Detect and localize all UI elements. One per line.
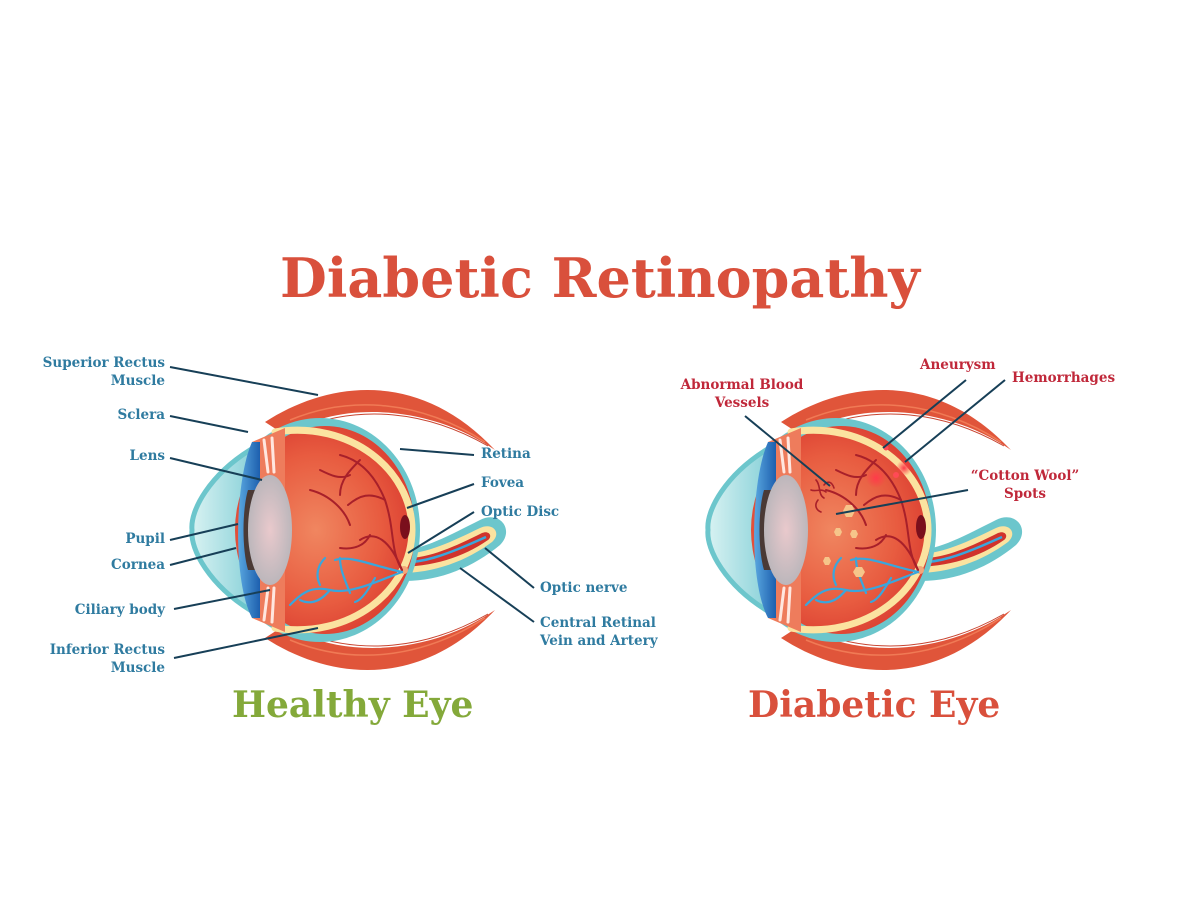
label-line: Vessels — [714, 395, 770, 411]
label-line: Superior Rectus — [42, 355, 165, 371]
label-optic-nerve: Optic nerve — [540, 580, 628, 596]
label-pupil: Pupil — [125, 531, 165, 547]
label-optic-disc: Optic Disc — [481, 504, 560, 520]
label-hemorrhages: Hemorrhages — [1012, 370, 1116, 386]
page-title: Diabetic Retinopathy — [280, 246, 920, 310]
diabetic-eye-illustration — [708, 390, 1022, 670]
label-line: Central Retinal — [540, 615, 656, 631]
label-lens: Lens — [129, 448, 166, 464]
healthy-eye-caption: Healthy Eye — [232, 684, 474, 726]
label-fovea: Fovea — [481, 475, 525, 491]
label-line: Spots — [1003, 486, 1047, 502]
healthy-eye-illustration — [192, 390, 506, 670]
label-central-retinal-vein-artery: Central Retinal Vein and Artery — [540, 614, 658, 650]
diabetic-eye-caption: Diabetic Eye — [748, 684, 1001, 726]
label-ciliary-body: Ciliary body — [74, 602, 165, 618]
label-inferior-rectus-muscle: Inferior Rectus Muscle — [0, 641, 165, 677]
label-line: Abnormal Blood — [680, 377, 804, 393]
label-cornea: Cornea — [110, 557, 165, 573]
label-superior-rectus-muscle: Superior Rectus Muscle — [0, 354, 165, 390]
label-line: Muscle — [110, 660, 165, 676]
diabetic-leader-lines — [744, 379, 1006, 515]
label-aneurysm: Aneurysm — [920, 357, 996, 373]
label-sclera: Sclera — [117, 407, 165, 423]
label-line: Muscle — [110, 373, 165, 389]
label-line: Vein and Artery — [540, 633, 658, 649]
label-abnormal-blood-vessels: Abnormal Blood Vessels — [672, 376, 812, 412]
label-retina: Retina — [481, 446, 531, 462]
label-line: “Cotton Wool” — [970, 468, 1080, 484]
label-line: Inferior Rectus — [49, 642, 165, 658]
label-cotton-wool-spots: “Cotton Wool” Spots — [960, 467, 1090, 503]
healthy-leader-lines — [169, 366, 535, 659]
